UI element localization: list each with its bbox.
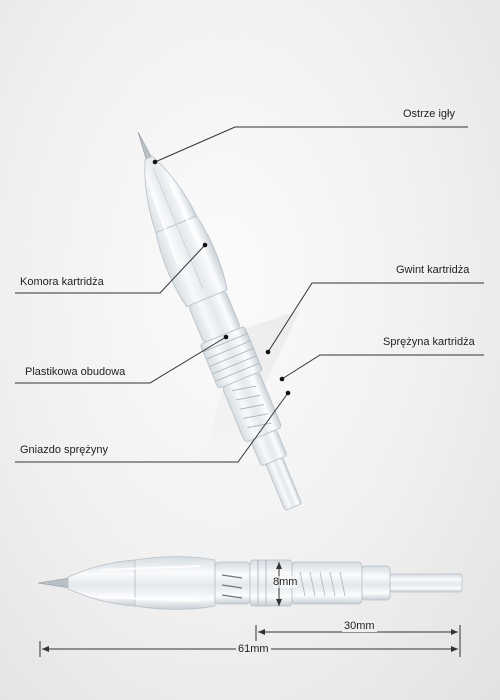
needle-tip-shape bbox=[137, 131, 153, 162]
h-socket bbox=[361, 565, 391, 601]
leader-chamber bbox=[15, 244, 206, 294]
dim-diameter-label: 8mm bbox=[273, 576, 298, 588]
label-housing: Plastikowa obudowa bbox=[25, 366, 126, 378]
leader-spring bbox=[281, 354, 484, 380]
h-needle-tip bbox=[37, 577, 71, 589]
label-thread: Gwint kartridża bbox=[396, 264, 470, 276]
thread-shape bbox=[200, 326, 263, 389]
h-rear-stem bbox=[389, 573, 463, 593]
h-chamber bbox=[134, 556, 216, 610]
dim-partial-label: 30mm bbox=[342, 620, 377, 632]
leader-housing bbox=[15, 336, 227, 384]
label-spring-socket: Gniazdo sprężyny bbox=[20, 444, 109, 456]
cartridge-diagonal bbox=[137, 131, 302, 511]
label-chamber: Komora kartridża bbox=[20, 276, 104, 288]
label-spring: Sprężyna kartridża bbox=[383, 336, 475, 348]
leader-thread bbox=[267, 282, 484, 353]
dim-total-label: 61mm bbox=[236, 643, 271, 655]
leader-needle-tip bbox=[154, 126, 468, 163]
label-needle-tip: Ostrze igły bbox=[403, 108, 455, 120]
leader-dots bbox=[152, 159, 291, 396]
leader-lines bbox=[15, 126, 484, 463]
rear-stem-shape bbox=[266, 457, 302, 511]
h-waist bbox=[214, 561, 251, 605]
cartridge-horizontal bbox=[37, 556, 463, 610]
h-nose-cone bbox=[67, 559, 136, 607]
leader-spring-socket bbox=[15, 392, 289, 463]
